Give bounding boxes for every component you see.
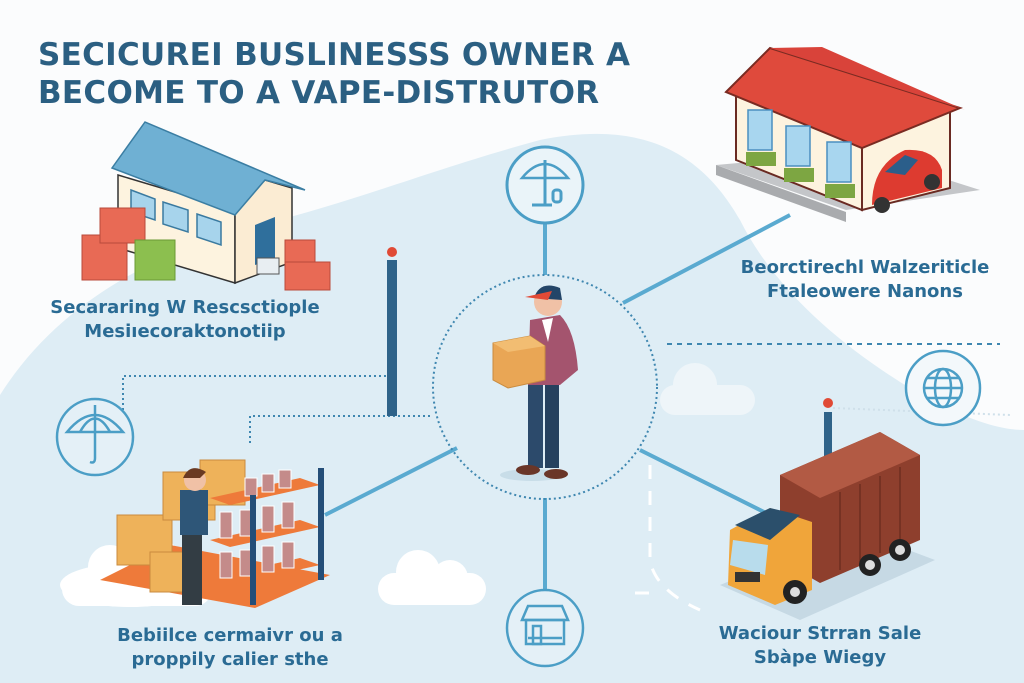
dotted-lines <box>122 274 1011 500</box>
label-line: Beorctirechl Walzeriticle <box>740 257 990 278</box>
pole-marker <box>387 247 397 416</box>
page-title: SECICUREI BUSLINESSS OWNER A BECOME TO A… <box>38 36 630 112</box>
truck-illustration <box>720 432 935 620</box>
label-line: Ftaleowere Nanons <box>767 281 963 302</box>
label-line: Mesiıecoraktonotiip <box>84 321 286 342</box>
umbrella-icon <box>505 145 585 225</box>
label-line: Sbàpe Wiegy <box>753 647 887 668</box>
shelving-label: Bebiilce cermaivr ou a proppily calier s… <box>80 624 380 672</box>
label-line: Bebiilce cermaivr ou a <box>117 625 343 646</box>
shop-icon <box>505 588 585 668</box>
storefront-label: Beorctirechl Walzeriticle Ftaleowere Nan… <box>715 256 1015 304</box>
pole-marker <box>823 398 833 460</box>
label-line: proppily calier sthe <box>131 649 329 670</box>
label-line: Waciour Strran Sale <box>718 623 922 644</box>
delivery-person-illustration <box>492 285 578 481</box>
label-line: Secararing W Rescsctiople <box>50 297 320 318</box>
title-line-1: SECICUREI BUSLINESSS OWNER A <box>38 37 631 73</box>
cloud <box>378 550 486 605</box>
car-icon <box>872 149 942 213</box>
globe-icon <box>904 349 982 427</box>
warehouse-label: Secararing W Rescsctiople Mesiıecorakton… <box>35 296 335 344</box>
connector-lines <box>324 213 791 590</box>
title-line-2: BECOME TO A VAPE-DISTRUTOR <box>38 75 600 111</box>
storefront-illustration <box>716 46 980 222</box>
truck-label: Waciour Strran Sale Sbàpe Wiegy <box>670 622 970 670</box>
shelving-illustration <box>100 459 330 608</box>
umbrella-icon <box>55 397 135 477</box>
warehouse-illustration <box>81 121 331 291</box>
road-dashes <box>635 465 701 612</box>
cloud <box>660 363 755 415</box>
